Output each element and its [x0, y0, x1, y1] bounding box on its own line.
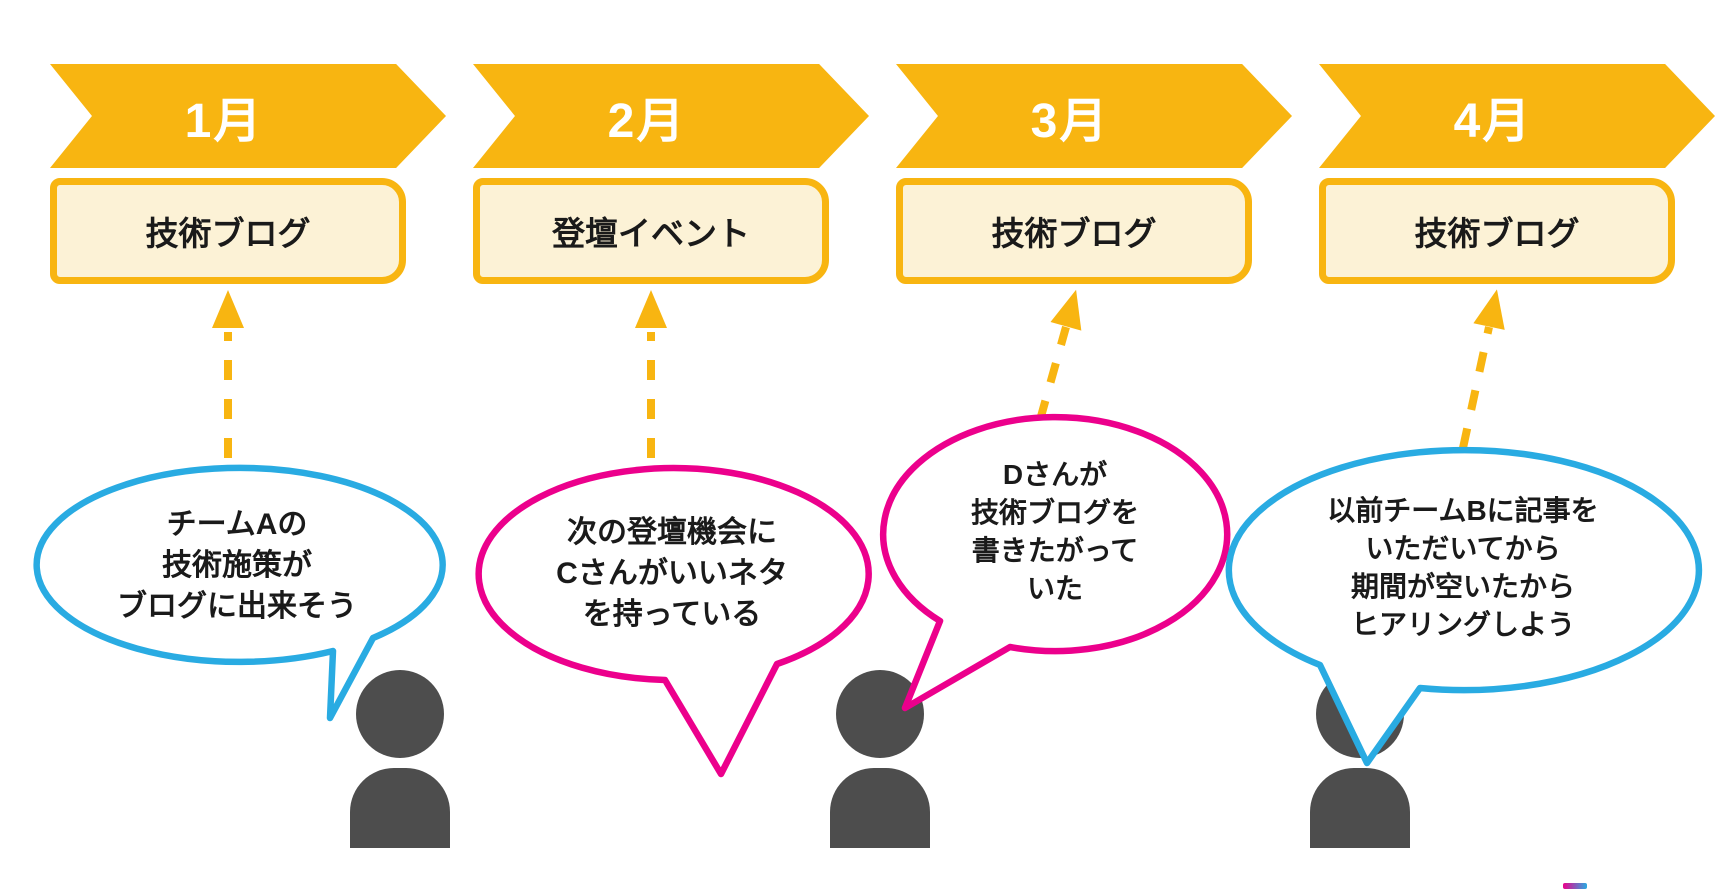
month-banner-4: 4月 — [1319, 64, 1715, 168]
speech-bubble-1-text: チームAの 技術施策が ブログに出来そう — [117, 505, 357, 627]
activity-box-3: 技術ブログ — [896, 178, 1252, 284]
speech-bubble-1-shape — [33, 464, 446, 722]
person-icon-1 — [350, 670, 450, 848]
bubble-line: Cさんがいいネタ — [556, 556, 788, 590]
dashed-arrow-up-icon-2 — [635, 290, 667, 458]
month-banner-1: 1月 — [50, 64, 446, 168]
bubble-line: ブログに出来そう — [117, 589, 357, 623]
bubble-line: チームAの — [166, 507, 308, 541]
person-icon-2 — [830, 670, 930, 848]
timeline-column-4: 4月 技術ブログ — [1319, 64, 1715, 284]
bubble-line: ヒアリングしよう — [1350, 609, 1576, 641]
activity-label-4: 技術ブログ — [1414, 215, 1580, 252]
bubble-line: 技術施策が — [162, 548, 312, 582]
bubble-line: 次の登壇機会に — [566, 515, 777, 549]
bubble-line: 以前チームBに記事を — [1327, 494, 1599, 526]
month-label-4: 4月 — [1453, 95, 1533, 148]
speech-bubble-2-text: 次の登壇機会に Cさんがいいネタ を持っている — [556, 513, 788, 635]
bubble-line: Dさんが — [1002, 458, 1108, 490]
bubble-line: 書きたがって — [971, 535, 1139, 566]
activity-label-3: 技術ブログ — [991, 215, 1157, 252]
activity-box-4: 技術ブログ — [1319, 178, 1675, 284]
dashed-arrow-up-icon-4 — [1459, 289, 1505, 449]
dashed-arrow-up-icon-1 — [212, 290, 244, 458]
bubble-line: いた — [1026, 573, 1084, 605]
bubble-line: 技術ブログを — [970, 496, 1140, 528]
logo-fragment — [1563, 883, 1587, 889]
speech-bubble-2-shape — [475, 464, 872, 778]
speech-bubble-4-text: 以前チームBに記事を いただいてから 期間が空いたから ヒアリングしよう — [1327, 492, 1598, 644]
month-label-2: 2月 — [607, 95, 687, 148]
bubble-line: いただいてから — [1365, 532, 1561, 564]
speech-bubble-3-shape — [879, 413, 1231, 712]
month-label-1: 1月 — [184, 95, 264, 148]
activity-box-1: 技術ブログ — [50, 178, 406, 284]
activity-box-2: 登壇イベント — [473, 178, 829, 284]
speech-bubble-3-text: Dさんが 技術ブログを 書きたがって いた — [971, 456, 1139, 608]
speech-bubble-4-shape — [1225, 446, 1703, 767]
activity-label-1: 技術ブログ — [145, 215, 311, 252]
timeline-column-3: 3月 技術ブログ — [896, 64, 1292, 284]
month-label-3: 3月 — [1030, 95, 1110, 148]
month-banner-2: 2月 — [473, 64, 869, 168]
timeline-column-1: 1月 技術ブログ — [50, 64, 446, 284]
activity-label-2: 登壇イベント — [552, 215, 750, 252]
dashed-arrow-up-icon-3 — [1036, 289, 1082, 422]
bubble-line: 期間が空いたから — [1350, 571, 1576, 602]
month-banner-3: 3月 — [896, 64, 1292, 168]
timeline-column-2: 2月 登壇イベント — [473, 64, 869, 284]
bubble-line: を持っている — [582, 597, 762, 631]
